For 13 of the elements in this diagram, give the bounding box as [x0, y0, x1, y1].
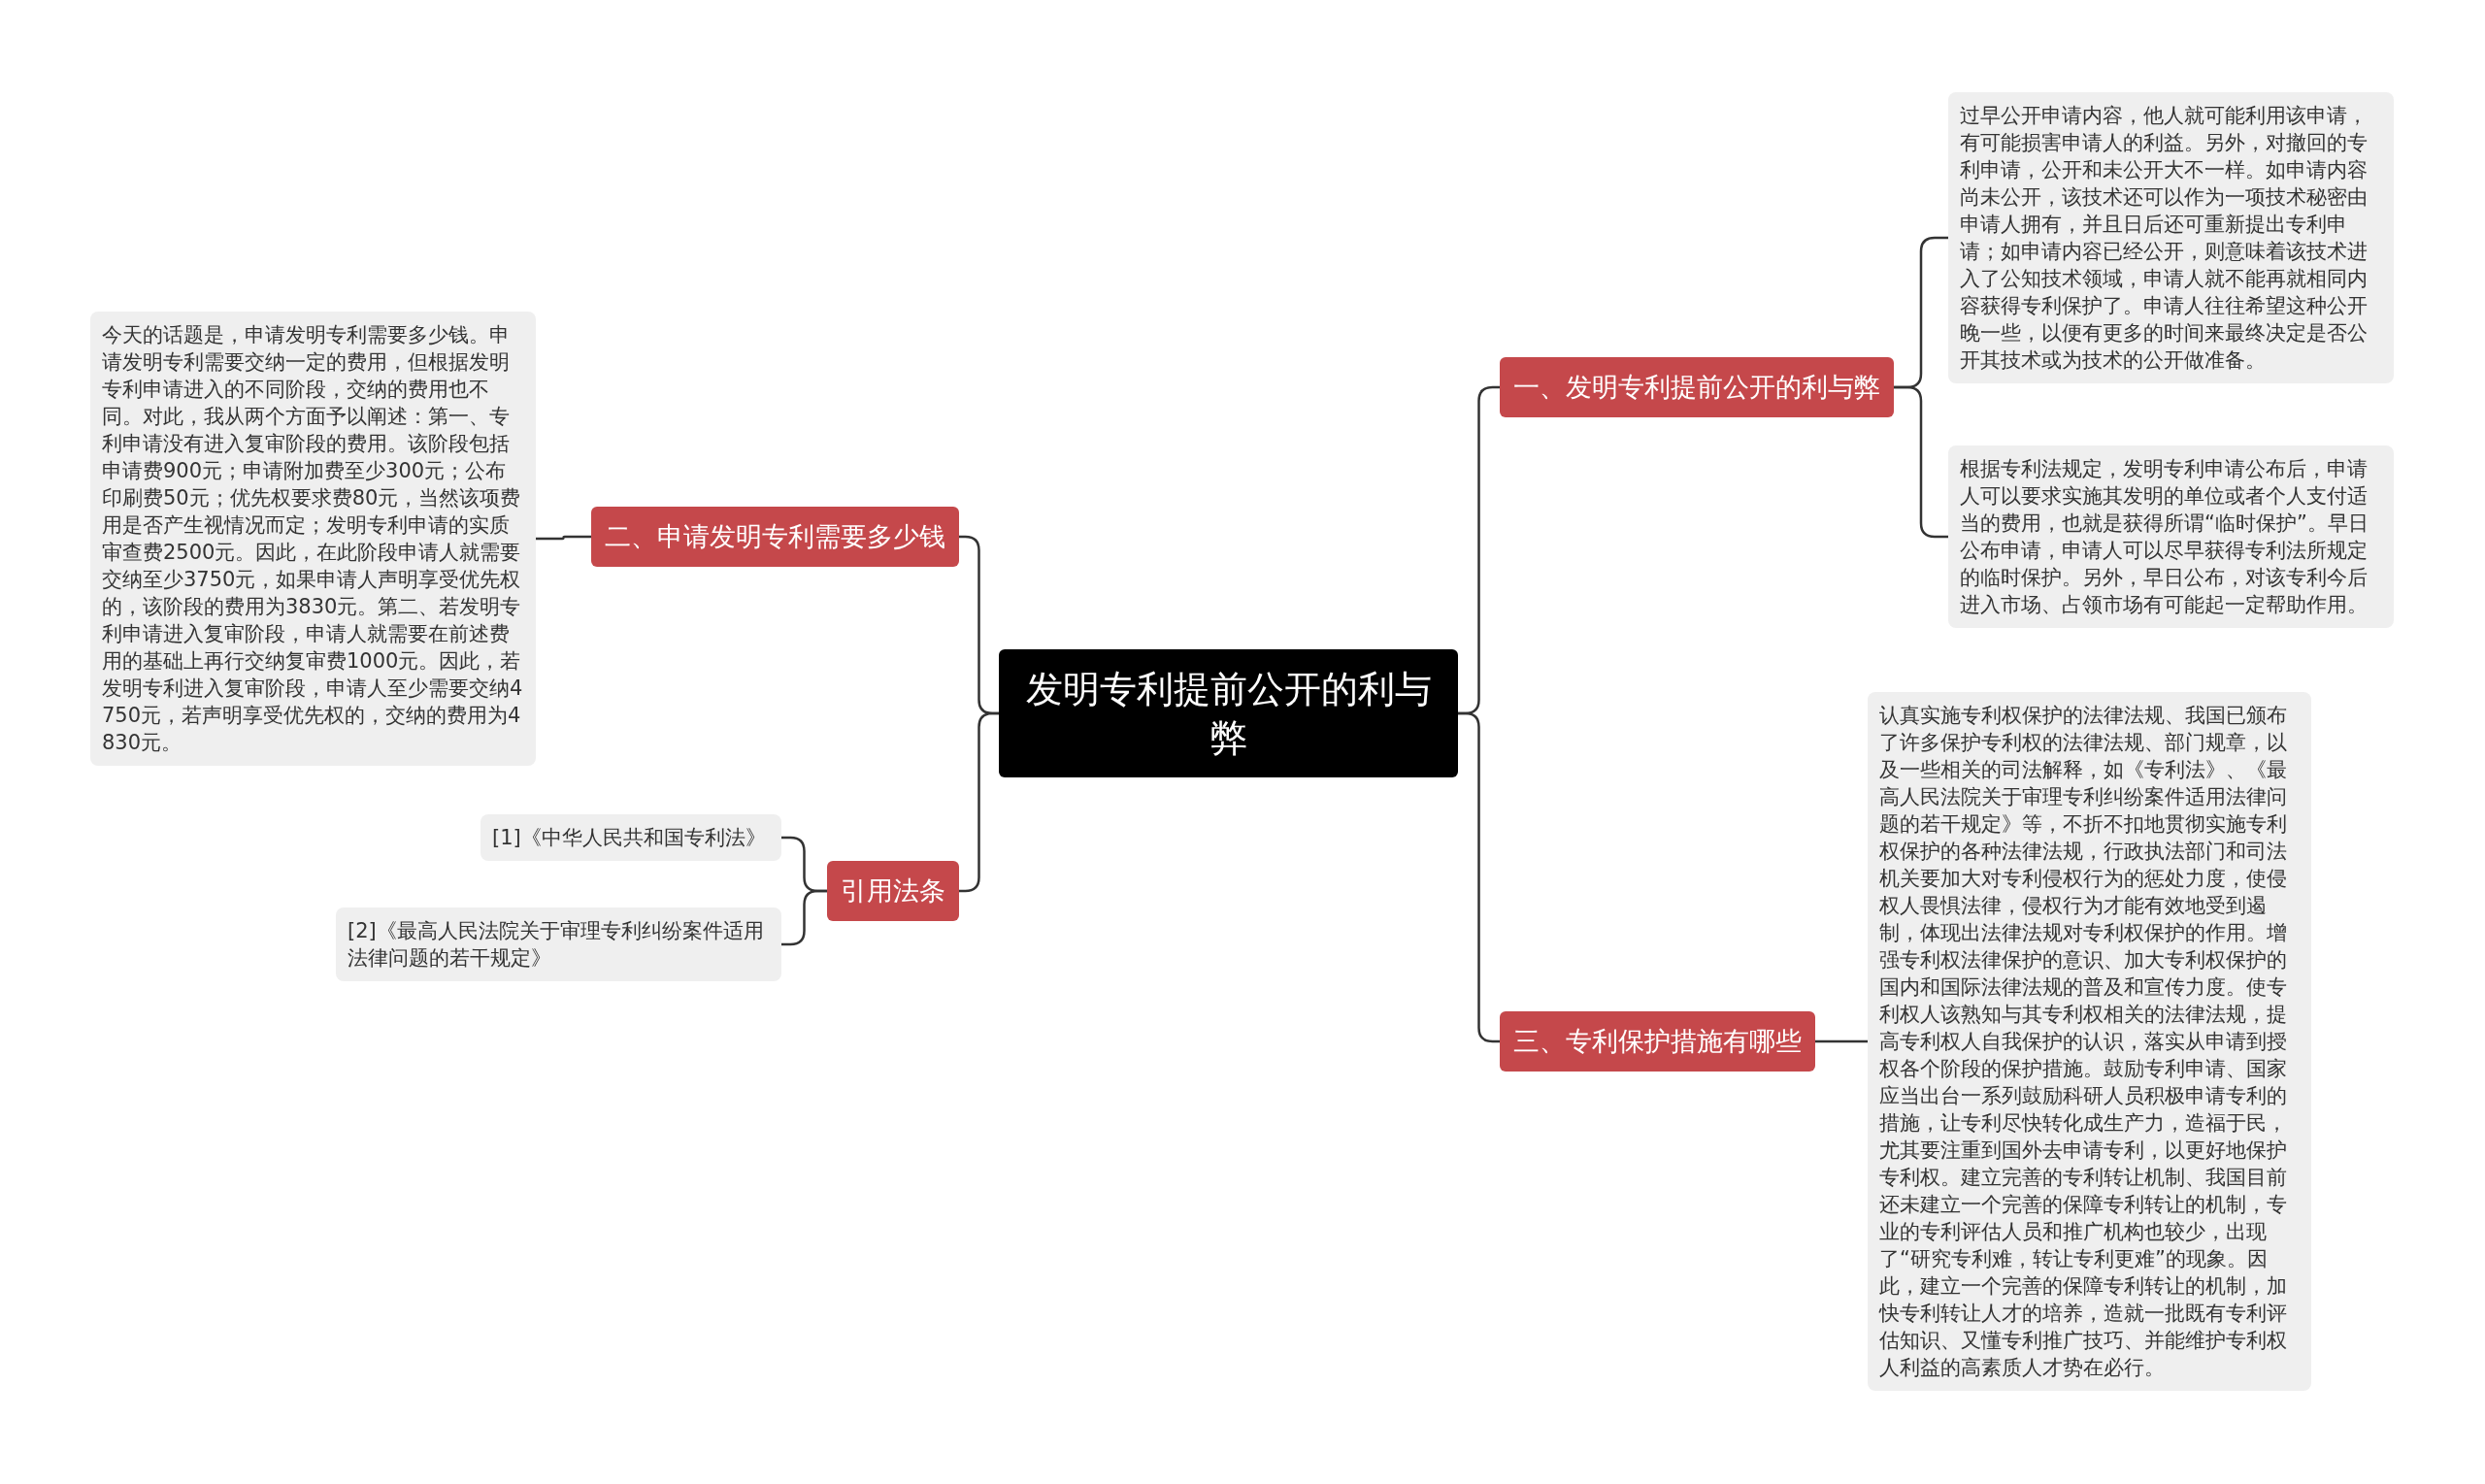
note-box: 认真实施专利权保护的法律法规、我国已颁布了许多保护专利权的法律法规、部门规章，以及一些相关的司法解释，如《专利法》、《最高人民法院关于审理专利纠纷案件适用法律问题的若干规定》等，不折不扣地贯彻实施专利权保护的各种法律法规，行政执法部门和司法机关要加大对专利侵权行为的惩处力度，使侵权人畏惧法律，侵权行为才能有效地受到遏制，体现出法律法规对专利权保护的作用。增强专利权法律保护的意识、加大专利权保护的国内和国际法律法规的普及和宣传力度。使专利权人该熟知与其专利权相关的法律法规，提高专利权人自我保护的认识，落实从申请到授权各个阶段的保护措施。鼓励专利申请、国家应当出台一系列鼓励科研人员积极申请专利的措施，让专利尽快转化成生产力，造福于民，尤其要注重到国外去申请专利，以更好地保护专利权。建立完善的专利转让机制、我国目前还未建立一个完善的保障专利转让的机制，专业的专利评估人员和推广机构也较少，出现了“研究专利难，转让专利更难”的现象。因此，建立一个完善的保障专利转让的机制，加快专利转让人才的培养，造就一批既有专利评估知识、又懂专利推广技巧、并能维护专利权人利益的高素质人才势在必行。 [1868, 692, 2311, 1391]
note-box: 过早公开申请内容，他人就可能利用该申请，有可能损害申请人的利益。另外，对撤回的专利申请，公开和未公开大不一样。如申请内容尚未公开，该技术还可以作为一项技术秘密由申请人拥有，并且日后还可重新提出专利申请；如申请内容已经公开，则意味着该技术进入了公知技术领域，申请人就不能再就相同内容获得专利保护了。申请人往往希望这种公开晚一些，以便有更多的时间来最终决定是否公开其技术或为技术的公开做准备。 [1948, 92, 2394, 383]
note-box: [2]《最高人民法院关于审理专利纠纷案件适用法律问题的若干规定》 [336, 907, 781, 981]
topic-box: 三、专利保护措施有哪些 [1500, 1011, 1815, 1072]
note-box: [1]《中华人民共和国专利法》 [480, 814, 781, 861]
note-box: 今天的话题是，申请发明专利需要多少钱。申请发明专利需要交纳一定的费用，但根据发明专利申请进入的不同阶段，交纳的费用也不同。对此，我从两个方面予以阐述：第一、专利申请没有进入复审阶段的费用。该阶段包括申请费900元；申请附加费至少300元；公布印刷费50元；优先权要求费80元，当然该项费用是否产生视情况而定；发明专利申请的实质审查费2500元。因此，在此阶段申请人就需要交纳至少3750元，如果申请人声明享受优先权的，该阶段的费用为3830元。第二、若发明专利申请进入复审阶段，申请人就需要在前述费用的基础上再行交纳复审费1000元。因此，若发明专利进入复审阶段，申请人至少需要交纳4750元，若声明享受优先权的，交纳的费用为4830元。 [90, 312, 536, 766]
topic-box: 二、申请发明专利需要多少钱 [591, 507, 959, 567]
note-box: 根据专利法规定，发明专利申请公布后，申请人可以要求实施其发明的单位或者个人支付适当的费用，也就是获得所谓“临时保护”。早日公布申请，申请人可以尽早获得专利法所规定的临时保护。另外，早日公布，对该专利今后进入市场、占领市场有可能起一定帮助作用。 [1948, 445, 2394, 628]
connector-line [1815, 1039, 1868, 1043]
topic-box: 引用法条 [827, 861, 959, 921]
central-topic-box: 发明专利提前公开的利与弊 [999, 649, 1458, 777]
connector-line [536, 535, 591, 541]
topic-box: 一、发明专利提前公开的利与弊 [1500, 357, 1894, 417]
